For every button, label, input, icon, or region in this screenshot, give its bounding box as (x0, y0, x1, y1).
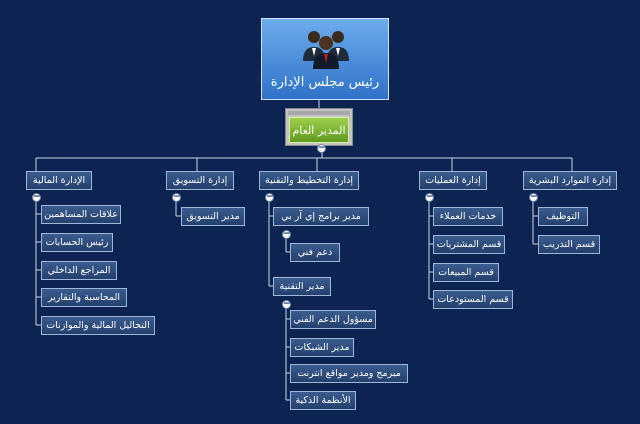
collapse-toggle-icon[interactable]: − (265, 192, 274, 202)
tech-item[interactable]: مبرمج ومدير مواقع انترنت (290, 364, 408, 383)
tech-item[interactable]: مدير الشبكات (290, 338, 354, 357)
general-manager-frame: المدير العام (285, 108, 353, 146)
collapse-toggle-icon[interactable]: − (282, 299, 291, 309)
operations-item[interactable]: خدمات العملاء (433, 207, 503, 226)
dept-operations[interactable]: إدارة العمليات (419, 171, 487, 190)
collapse-toggle-icon[interactable]: − (282, 229, 291, 239)
collapse-toggle-icon[interactable]: − (425, 192, 434, 202)
tech-item[interactable]: مسؤول الدعم الفني (290, 310, 376, 329)
hr-item[interactable]: قسم التدريب (538, 235, 600, 254)
finance-item[interactable]: المراجع الداخلي (41, 261, 117, 280)
tech-item[interactable]: الأنظمة الذكية (290, 391, 356, 410)
root-node-chairman[interactable]: رئيس مجلس الإدارة (261, 18, 389, 100)
finance-item[interactable]: المحاسبة والتقارير (41, 288, 127, 307)
operations-item[interactable]: قسم المستودعات (433, 290, 513, 309)
dept-hr[interactable]: إدارة الموارد البشرية (523, 171, 617, 190)
root-title: رئيس مجلس الإدارة (270, 75, 380, 90)
dept-finance[interactable]: الإدارة المالية (26, 171, 92, 190)
dept-planning[interactable]: إدارة التخطيط والتقنية (259, 171, 359, 190)
collapse-toggle-icon[interactable]: − (32, 192, 41, 202)
people-group-icon (303, 31, 349, 69)
general-manager-node[interactable]: المدير العام (289, 117, 349, 143)
collapse-toggle-icon[interactable]: − (317, 143, 326, 153)
operations-item[interactable]: قسم المبيعات (433, 263, 499, 282)
marketing-item[interactable]: مدير التسويق (181, 207, 245, 226)
collapse-toggle-icon[interactable]: − (529, 192, 538, 202)
frame-title-bar (288, 111, 350, 115)
hr-item[interactable]: التوظيف (538, 207, 588, 226)
operations-item[interactable]: قسم المشتريات (433, 235, 505, 254)
finance-item[interactable]: علاقات المساهمين (41, 205, 121, 224)
finance-item[interactable]: التحاليل المالية والموازنات (41, 316, 155, 335)
finance-item[interactable]: رئيس الحسابات (41, 233, 113, 252)
planning-erp-manager[interactable]: مدير برامج إي آر بي (273, 207, 369, 226)
planning-tech-manager[interactable]: مدير التقنية (273, 277, 331, 296)
planning-tech-support[interactable]: دعم فني (290, 243, 340, 262)
dept-marketing[interactable]: إدارة التسويق (166, 171, 234, 190)
collapse-toggle-icon[interactable]: − (172, 192, 181, 202)
